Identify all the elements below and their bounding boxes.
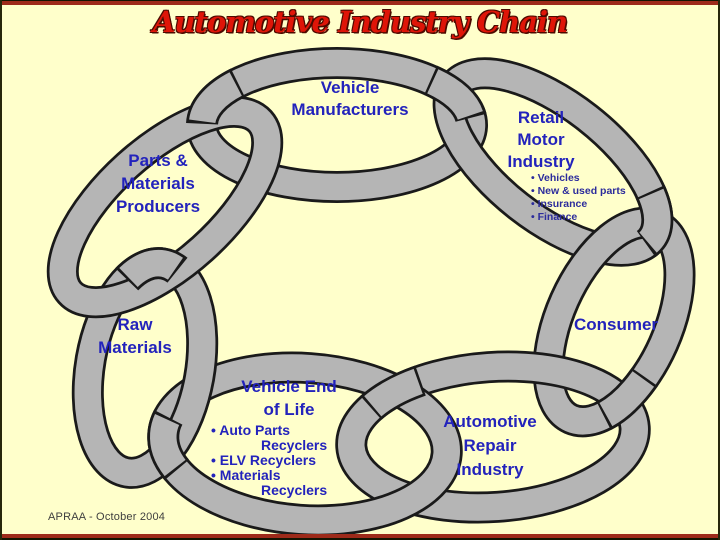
list-item: • Finance: [531, 211, 578, 223]
chain-weave-patch-raw-materials: [71, 247, 219, 489]
label-parts-materials-producers: Parts & Materials Producers: [116, 149, 200, 218]
list-item: Recyclers: [261, 437, 328, 453]
label-raw-materials: Raw Materials: [98, 313, 172, 359]
label-line: Producers: [115, 197, 201, 216]
slide-border-top-line: [0, 0, 720, 1]
list-item: • Vehicles: [531, 172, 580, 184]
label-consumer: Consumer: [573, 315, 659, 334]
label-vehicle-end-of-life: Vehicle End of Life: [241, 375, 336, 421]
label-line: Industry: [456, 460, 524, 479]
label-retail-motor-industry: Retail Motor Industry: [507, 107, 574, 173]
list-item: • Materials: [211, 467, 281, 483]
list-item: • Auto Parts: [211, 422, 291, 438]
label-line: Manufacturers: [291, 100, 409, 119]
label-line: Retail: [517, 108, 565, 127]
chain-link-parts-materials-producers: [46, 95, 284, 319]
label-line: of Life: [263, 400, 315, 419]
list-item: • Insurance: [531, 198, 588, 210]
list-item: Recyclers: [261, 482, 328, 498]
label-line: Raw: [117, 315, 153, 334]
label-vehicle-manufacturers: Vehicle Manufacturers: [291, 77, 408, 121]
list-item: • ELV Recyclers: [211, 452, 317, 468]
retail-bullet-list: • Vehicles • New & used parts • Insuranc…: [531, 172, 626, 224]
label-line: Materials: [98, 338, 172, 357]
slide-border-top-bar: [0, 1, 720, 5]
label-line: Materials: [121, 174, 195, 193]
list-item: • New & used parts: [531, 185, 626, 197]
slide-footer: APRAA - October 2004: [48, 511, 166, 523]
label-line: Vehicle: [320, 78, 380, 97]
label-line: Industry: [507, 152, 575, 171]
label-line: Repair: [463, 436, 517, 455]
label-line: Vehicle End: [241, 377, 337, 396]
veol-bullet-list: • Auto Parts Recyclers • ELV Recyclers •…: [211, 423, 327, 498]
slide-border-bottom-bar: [0, 534, 720, 538]
slide-border-bottom-line: [0, 538, 720, 540]
label-automotive-repair-industry: Automotive Repair Industry: [443, 410, 537, 482]
chain-link-automotive-repair-industry: [335, 350, 651, 524]
label-line: Parts &: [128, 151, 188, 170]
chain-weave-patch-vehicle-end-of-life: [147, 351, 463, 537]
slide-border-right: [718, 0, 720, 540]
chain-weave-patch-retail-motor-industry: [432, 57, 674, 267]
slide-title: Automotive Industry Chain: [152, 5, 568, 39]
label-line: Motor: [517, 130, 565, 149]
label-line: Automotive: [443, 412, 537, 431]
slide-border-left: [0, 0, 2, 540]
